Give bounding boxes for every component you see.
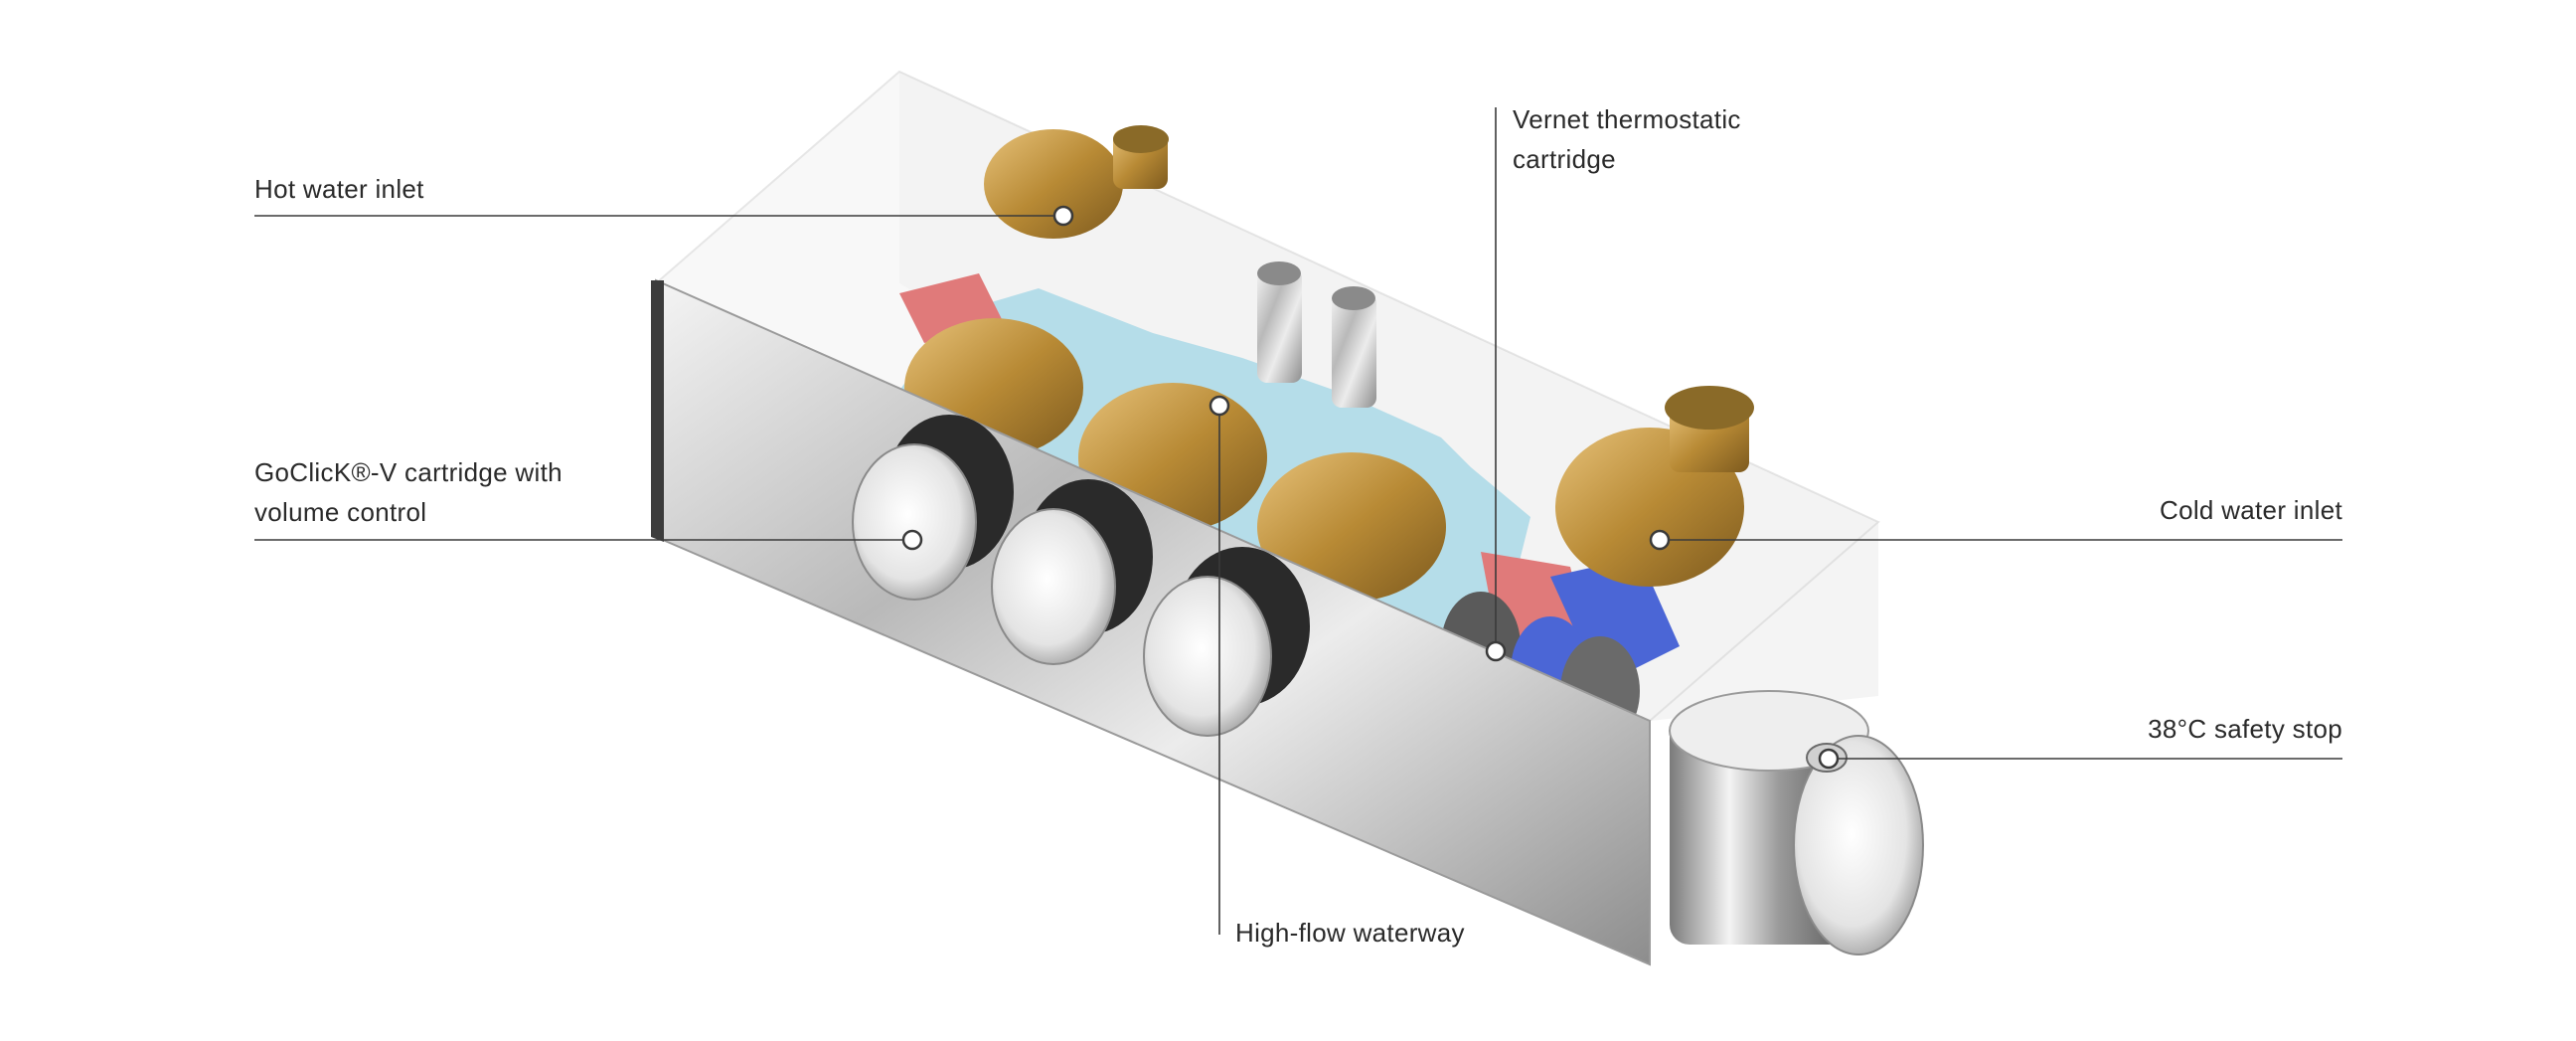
cold-zone — [1550, 557, 1680, 686]
goclick-cartridge-label-line2: volume control — [254, 497, 427, 527]
callout-vernet-cartridge: Vernet thermostatic cartridge — [1513, 99, 1741, 179]
goclick-cartridge-label-line1: GoClicK®-V cartridge with — [254, 457, 563, 487]
temperature-control-cap — [1669, 690, 1924, 955]
marker-safety-stop — [1818, 748, 1840, 770]
high-flow-waterway-label: High-flow waterway — [1235, 918, 1465, 948]
callout-markers — [901, 205, 1840, 770]
marker-hot-water-inlet — [1052, 205, 1074, 227]
hot-water-inlet-label: Hot water inlet — [254, 174, 424, 204]
marker-vernet-cartridge — [1485, 640, 1507, 662]
cold-water-inlet-label: Cold water inlet — [2160, 495, 2342, 525]
small-valves — [1257, 261, 1376, 408]
marker-high-flow-waterway — [1208, 395, 1230, 417]
control-knobs — [852, 415, 1310, 737]
leader-lines — [254, 107, 2342, 935]
vernet-cartridge-label-line1: Vernet thermostatic — [1513, 104, 1741, 134]
callout-safety-stop: 38°C safety stop — [2148, 709, 2342, 749]
marker-cold-water-inlet — [1649, 529, 1671, 551]
callout-cold-water-inlet: Cold water inlet — [2160, 490, 2342, 530]
callout-hot-water-inlet: Hot water inlet — [254, 169, 424, 209]
callout-high-flow-waterway: High-flow waterway — [1235, 913, 1465, 953]
brass-manifold — [904, 125, 1754, 602]
safety-stop-label: 38°C safety stop — [2148, 714, 2342, 744]
volume-knob-3 — [1143, 547, 1310, 737]
callout-goclick-cartridge: GoClicK®-V cartridge with volume control — [254, 452, 563, 532]
marker-goclick-cartridge — [901, 529, 923, 551]
volume-knob-2 — [991, 479, 1153, 665]
vernet-cartridge-label-line2: cartridge — [1513, 144, 1616, 174]
